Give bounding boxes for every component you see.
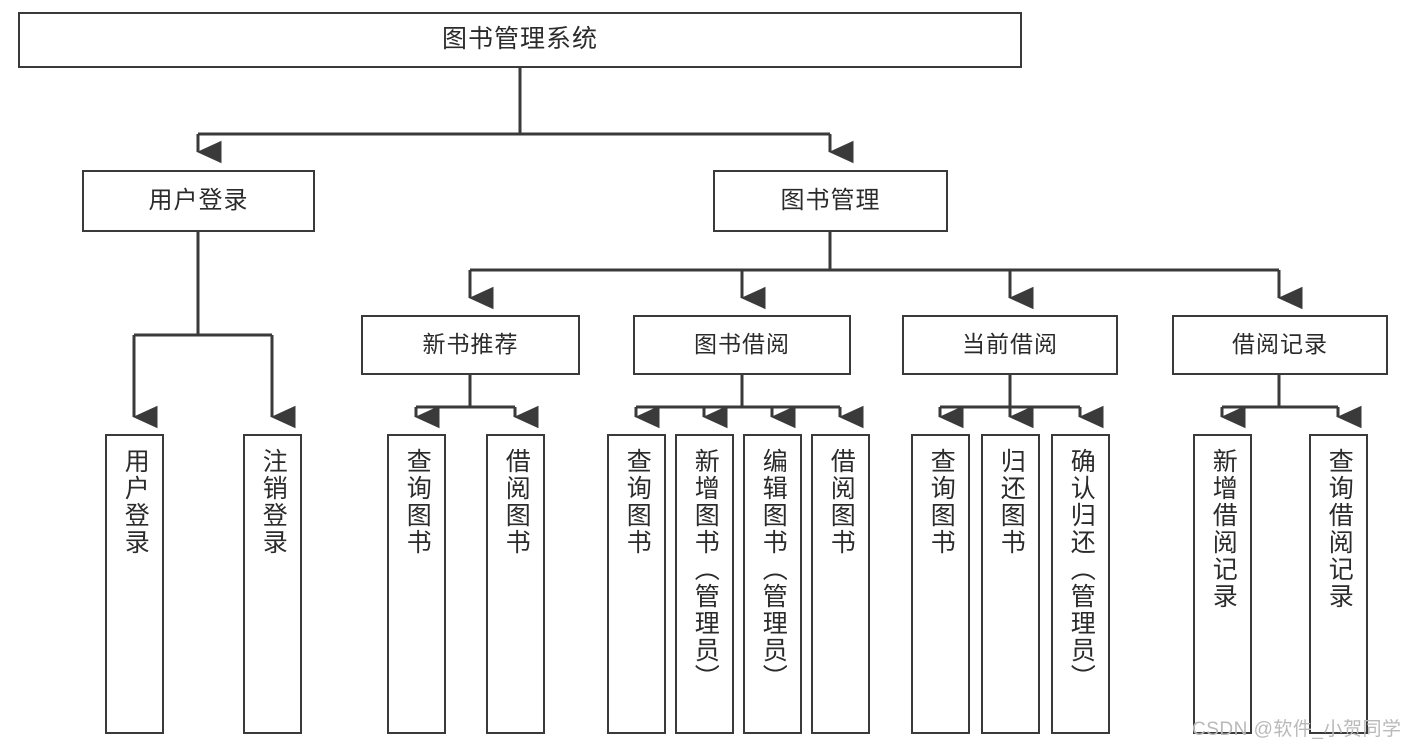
node-label: 借阅图书 <box>827 448 856 556</box>
node-label: 确认归还（管理员） <box>1067 448 1096 691</box>
node-label: 借阅图书 <box>502 448 531 556</box>
node-label: 用户登录 <box>148 186 249 214</box>
leaf-confirm-return[interactable]: 确认归还（管理员） <box>1051 434 1110 734</box>
node-label: 图书借阅 <box>694 331 790 358</box>
leaf-borrow-book-1[interactable]: 借阅图书 <box>486 434 545 734</box>
node-label: 新增图书（管理员） <box>691 448 720 691</box>
node-book-management[interactable]: 图书管理 <box>713 170 948 232</box>
node-label: 归还图书 <box>997 448 1026 556</box>
leaf-borrow-book-2[interactable]: 借阅图书 <box>811 434 870 734</box>
node-label: 用户登录 <box>121 448 150 556</box>
node-book-borrow[interactable]: 图书借阅 <box>633 315 851 375</box>
leaf-query-book-2[interactable]: 查询图书 <box>607 434 666 734</box>
node-label: 查询借阅记录 <box>1325 448 1354 610</box>
csdn-watermark: CSDN @软件_小贺同学 <box>1192 719 1402 740</box>
node-new-book-recommend[interactable]: 新书推荐 <box>361 315 580 375</box>
node-label: 新增借阅记录 <box>1209 448 1238 610</box>
node-user-login[interactable]: 用户登录 <box>82 170 315 232</box>
node-label: 查询图书 <box>927 448 956 556</box>
node-label: 借阅记录 <box>1232 331 1328 358</box>
node-label: 注销登录 <box>259 448 288 556</box>
node-label: 查询图书 <box>623 448 652 556</box>
leaf-query-book-3[interactable]: 查询图书 <box>911 434 970 734</box>
leaf-edit-book[interactable]: 编辑图书（管理员） <box>743 434 802 734</box>
node-label: 图书管理系统 <box>441 25 598 54</box>
node-label: 当前借阅 <box>962 331 1058 358</box>
node-borrow-record[interactable]: 借阅记录 <box>1172 315 1388 375</box>
node-current-borrow[interactable]: 当前借阅 <box>902 315 1118 375</box>
node-label: 图书管理 <box>780 186 881 214</box>
leaf-query-book-1[interactable]: 查询图书 <box>387 434 446 734</box>
leaf-add-record[interactable]: 新增借阅记录 <box>1193 434 1252 734</box>
node-label: 新书推荐 <box>422 331 519 358</box>
leaf-return-book[interactable]: 归还图书 <box>981 434 1040 734</box>
node-root-system[interactable]: 图书管理系统 <box>18 12 1022 68</box>
node-label: 编辑图书（管理员） <box>759 448 788 691</box>
leaf-add-book[interactable]: 新增图书（管理员） <box>675 434 734 734</box>
leaf-logout[interactable]: 注销登录 <box>243 434 302 734</box>
leaf-user-login[interactable]: 用户登录 <box>105 434 164 734</box>
leaf-query-record[interactable]: 查询借阅记录 <box>1309 434 1368 734</box>
node-label: 查询图书 <box>403 448 432 556</box>
